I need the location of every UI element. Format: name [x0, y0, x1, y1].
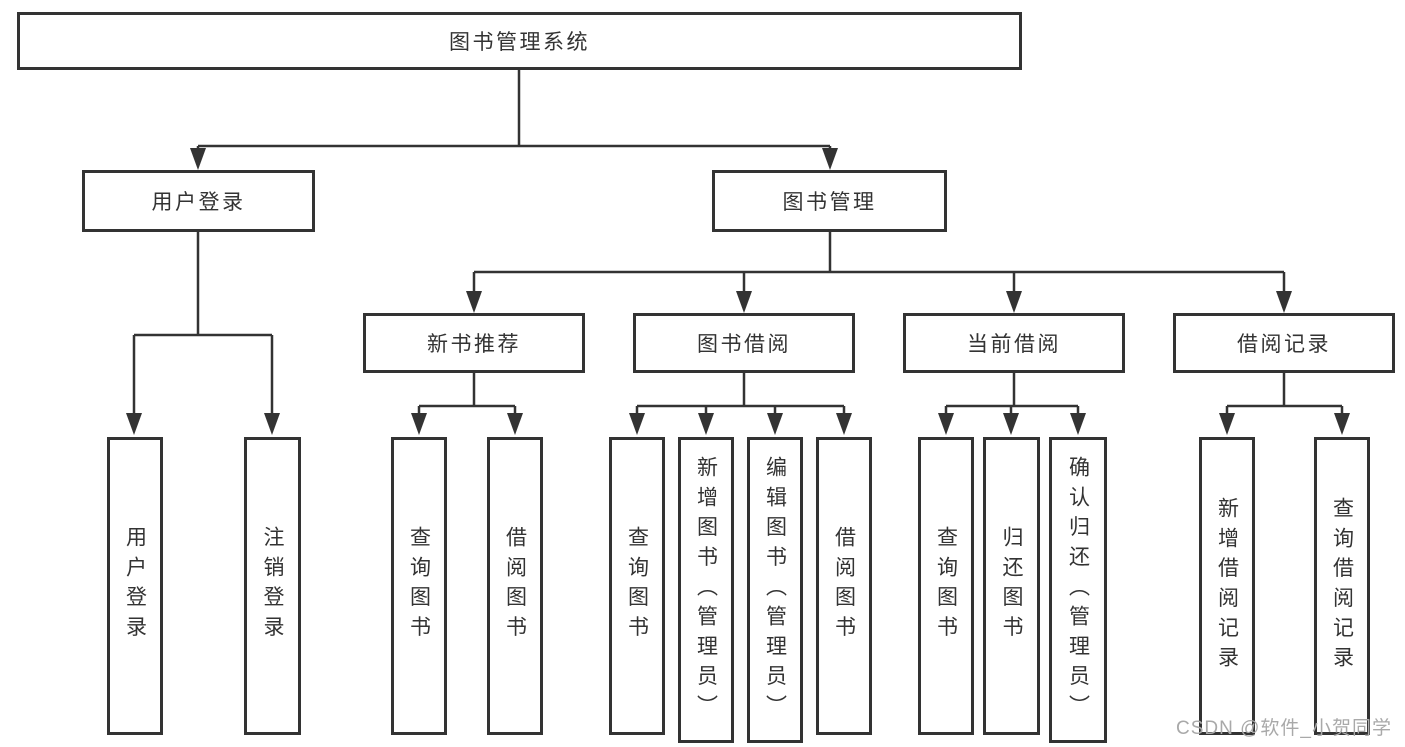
leaf-edit-books-admin-label: 编辑图书（管理员）: [763, 455, 787, 725]
leaf-borrow-books-borrowing-label: 借阅图书: [832, 526, 856, 646]
node-user-login: 用户登录: [82, 170, 315, 232]
leaf-query-borrow-record-label: 查询借阅记录: [1330, 496, 1354, 676]
leaf-borrow-books-recommend: 借阅图书: [487, 437, 543, 735]
leaf-query-books-recommend: 查询图书: [391, 437, 447, 735]
node-new-book-recommend-label: 新书推荐: [427, 333, 521, 356]
node-current-borrowing: 当前借阅: [903, 313, 1125, 373]
node-book-management-label: 图书管理: [782, 191, 877, 214]
node-root-label: 图书管理系统: [449, 31, 590, 54]
leaf-add-borrow-record-label: 新增借阅记录: [1215, 496, 1239, 676]
leaf-query-books-borrowing-label: 查询图书: [625, 526, 649, 646]
leaf-add-books-admin: 新增图书（管理员）: [678, 437, 734, 743]
leaf-logout-label: 注销登录: [261, 526, 284, 646]
leaf-query-borrow-record: 查询借阅记录: [1314, 437, 1370, 735]
node-book-management: 图书管理: [712, 170, 947, 232]
leaf-query-books-borrowing: 查询图书: [609, 437, 665, 735]
leaf-edit-books-admin: 编辑图书（管理员）: [747, 437, 803, 743]
watermark: CSDN @软件_小贺同学: [1176, 718, 1392, 739]
leaf-borrow-books-recommend-label: 借阅图书: [503, 526, 527, 646]
node-borrowing-records: 借阅记录: [1173, 313, 1395, 373]
node-book-borrowing-label: 图书借阅: [697, 333, 791, 356]
node-book-borrowing: 图书借阅: [633, 313, 855, 373]
leaf-return-books-label: 归还图书: [1000, 526, 1023, 646]
arrowheads: [126, 148, 1350, 435]
leaf-query-books-current: 查询图书: [918, 437, 974, 735]
node-current-borrowing-label: 当前借阅: [967, 333, 1061, 356]
leaf-borrow-books-borrowing: 借阅图书: [816, 437, 872, 735]
node-borrowing-records-label: 借阅记录: [1237, 333, 1331, 356]
node-user-login-label: 用户登录: [151, 191, 246, 214]
node-new-book-recommend: 新书推荐: [363, 313, 585, 373]
leaf-return-books: 归还图书: [983, 437, 1040, 735]
leaf-user-login-label: 用户登录: [123, 526, 147, 646]
leaf-add-borrow-record: 新增借阅记录: [1199, 437, 1255, 735]
leaf-query-books-current-label: 查询图书: [934, 526, 958, 646]
leaf-query-books-recommend-label: 查询图书: [407, 526, 431, 646]
leaf-confirm-return-admin-label: 确认归还（管理员）: [1066, 455, 1090, 725]
leaf-add-books-admin-label: 新增图书（管理员）: [694, 455, 718, 725]
node-root: 图书管理系统: [17, 12, 1022, 70]
leaf-user-login: 用户登录: [107, 437, 163, 735]
leaf-logout: 注销登录: [244, 437, 301, 735]
leaf-confirm-return-admin: 确认归还（管理员）: [1049, 437, 1107, 743]
